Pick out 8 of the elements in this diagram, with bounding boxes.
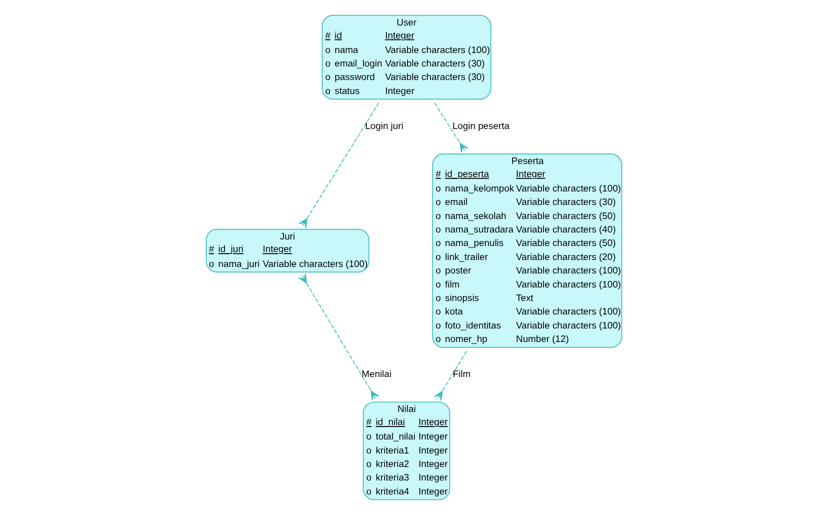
edge-label: Login juri bbox=[365, 120, 404, 131]
edge-label: Film bbox=[452, 368, 471, 380]
connector bbox=[434, 350, 468, 401]
connector bbox=[434, 102, 468, 153]
connector bbox=[298, 273, 380, 401]
edge-label: Login peserta bbox=[452, 120, 510, 131]
connector bbox=[298, 102, 380, 228]
edge-label: Menilai bbox=[362, 368, 392, 380]
